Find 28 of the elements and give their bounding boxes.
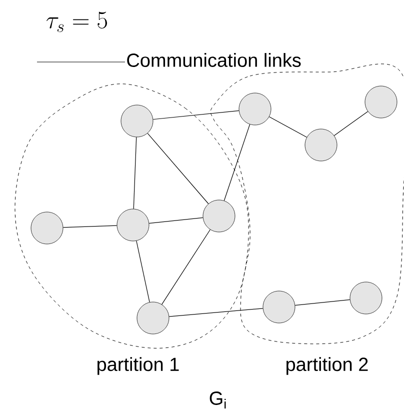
link-line <box>152 110 240 120</box>
graph-node <box>116 208 150 242</box>
graph-label: G$_{i}$ <box>210 392 226 408</box>
formula: $\tau_s = 5$ <box>46 12 107 32</box>
link-line <box>62 225 118 228</box>
graph-node <box>304 128 338 162</box>
link-line <box>133 136 137 210</box>
graph-node <box>120 104 154 138</box>
graph-node <box>238 92 272 126</box>
link-line <box>294 299 350 306</box>
partition-region: partition 1 <box>14 84 249 375</box>
node-label: partition 2 <box>286 357 368 375</box>
graph-node <box>262 290 296 324</box>
legend-text: Communication links <box>127 53 301 67</box>
link-line <box>147 132 209 204</box>
graph-node <box>30 212 64 244</box>
link-line <box>162 229 210 305</box>
link-line <box>136 240 150 302</box>
link-line <box>224 124 250 201</box>
link-line <box>334 111 368 136</box>
link-line <box>148 217 204 224</box>
graph-node <box>136 302 170 334</box>
node-label: partition 1 <box>98 357 179 375</box>
link-line <box>168 308 264 317</box>
graph-node <box>350 282 382 314</box>
graph-node <box>202 200 236 232</box>
link-line <box>268 116 308 138</box>
graph-node <box>364 86 398 118</box>
